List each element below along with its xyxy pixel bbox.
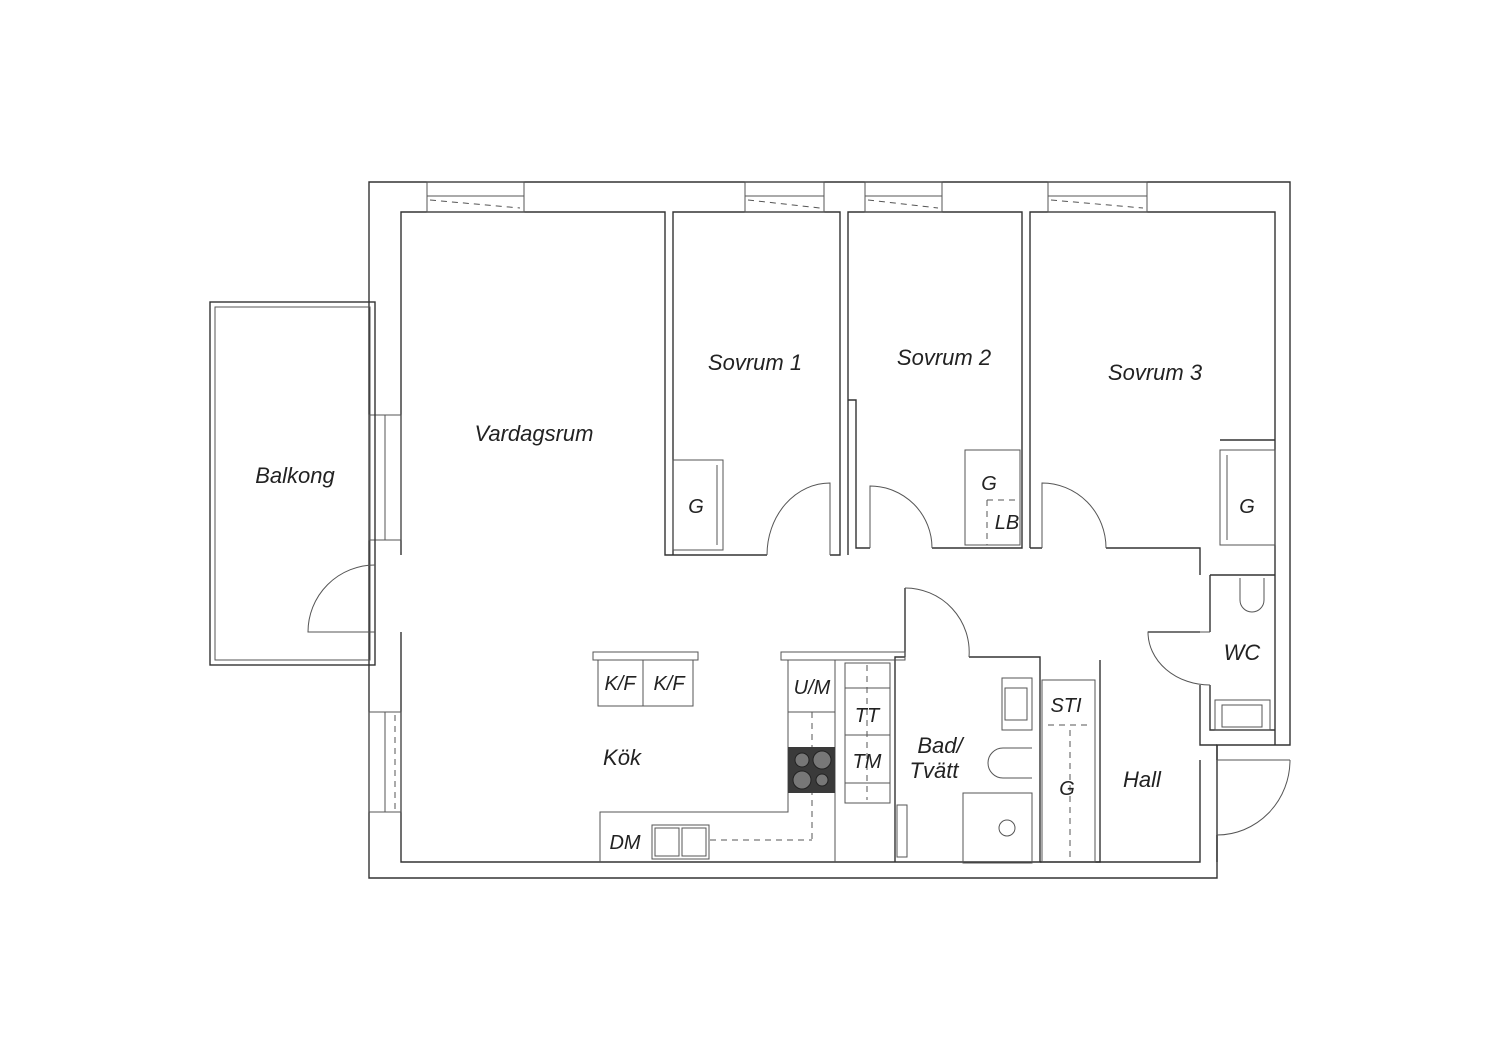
kitchen-fixtures [592,651,906,862]
label-um: U/M [794,677,831,699]
label-lb-sovrum-2: LB [995,512,1019,534]
inner-wall-outline [400,211,1276,863]
label-kf-2: K/F [653,673,686,695]
label-sovrum-3: Sovrum 3 [1108,360,1203,385]
label-dm: DM [609,832,640,854]
windows [368,181,1148,813]
label-g-sovrum-3: G [1239,496,1255,518]
label-tvatt: Tvätt [910,758,960,783]
label-g-sovrum-1: G [688,496,704,518]
wardrobes [672,449,1276,863]
bathroom-fixtures [896,578,1271,864]
label-balkong: Balkong [255,463,335,488]
label-sti: STI [1050,695,1082,717]
sink-icon [651,824,710,860]
label-tt: TT [855,705,881,727]
wall-segments [894,574,1275,863]
label-hall: Hall [1123,767,1162,792]
doors [307,482,1291,836]
label-kf-1: K/F [604,673,637,695]
label-g-hall: G [1059,778,1075,800]
label-tm: TM [853,751,882,773]
label-g-sovrum-2: G [981,473,997,495]
balcony [209,301,376,666]
label-vardagsrum: Vardagsrum [474,421,593,446]
label-sovrum-2: Sovrum 2 [897,345,991,370]
label-kok: Kök [603,745,642,770]
label-wc: WC [1224,640,1261,665]
label-bad: Bad/ [917,733,964,758]
label-sovrum-1: Sovrum 1 [708,350,802,375]
